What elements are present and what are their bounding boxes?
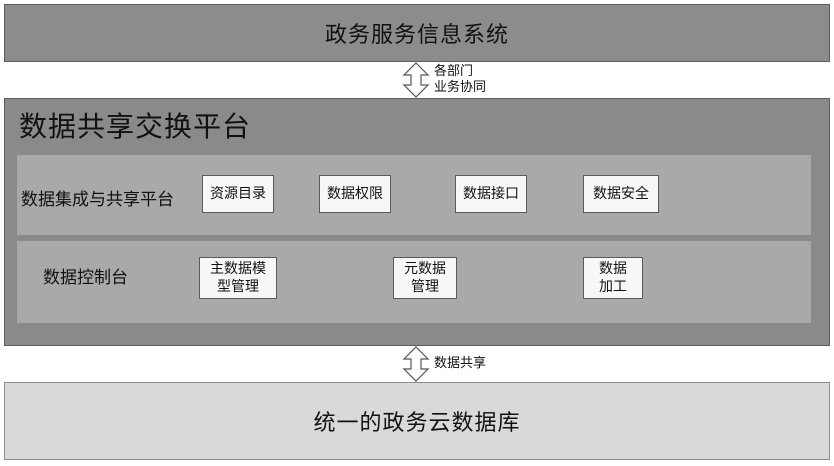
platform-title: 数据共享交换平台 bbox=[19, 110, 252, 143]
module-data-permission: 数据权限 bbox=[319, 175, 391, 213]
double-arrow-icon-bottom bbox=[402, 346, 430, 382]
gov-service-info-system-label: 政务服务信息系统 bbox=[324, 23, 509, 48]
connector-label-business-collab: 各部门 业务协同 bbox=[434, 64, 487, 95]
connector-label-data-sharing: 数据共享 bbox=[434, 356, 487, 371]
module-data-processing: 数据 加工 bbox=[583, 257, 643, 299]
module-master-data-model: 主数据模 型管理 bbox=[199, 257, 277, 299]
data-integration-sharing-row: 数据集成与共享平台 资源目录 数据权限 数据接口 数据安全 bbox=[17, 155, 811, 235]
unified-gov-cloud-database-label: 统一的政务云数据库 bbox=[313, 411, 521, 436]
data-console-row: 数据控制台 主数据模 型管理 元数据 管理 数据 加工 bbox=[17, 241, 811, 323]
unified-gov-cloud-database-layer: 统一的政务云数据库 bbox=[4, 382, 830, 460]
data-sharing-exchange-platform: 数据共享交换平台 数据集成与共享平台 资源目录 数据权限 数据接口 数据安全 数… bbox=[4, 98, 830, 346]
row-label-integration: 数据集成与共享平台 bbox=[21, 190, 174, 210]
module-data-interface: 数据接口 bbox=[455, 175, 527, 213]
gov-service-info-system-layer: 政务服务信息系统 bbox=[4, 4, 830, 62]
module-resource-catalog: 资源目录 bbox=[202, 175, 274, 213]
row-label-console: 数据控制台 bbox=[43, 268, 128, 288]
double-arrow-icon-top bbox=[402, 62, 430, 98]
module-metadata-management: 元数据 管理 bbox=[393, 257, 457, 299]
module-data-security: 数据安全 bbox=[583, 175, 659, 213]
